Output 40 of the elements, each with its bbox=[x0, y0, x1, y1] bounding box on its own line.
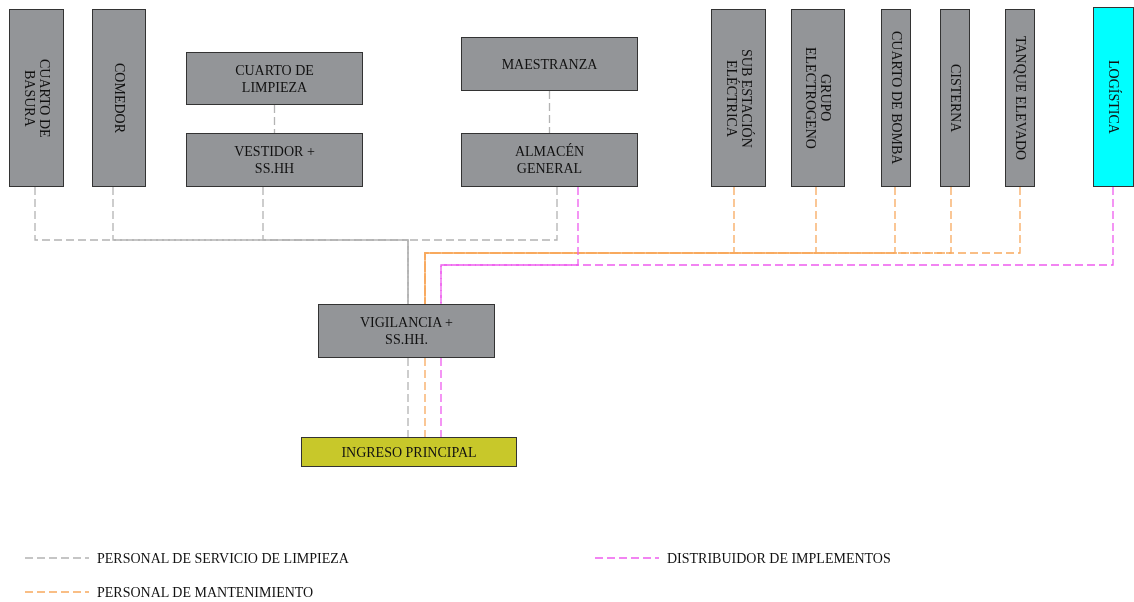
connector-line bbox=[440, 186, 1114, 305]
room-box bbox=[1005, 9, 1035, 187]
room-label: TANQUE ELEVADO bbox=[1012, 35, 1028, 161]
legend-text: DISTRIBUIDOR DE IMPLEMENTOS bbox=[667, 550, 891, 568]
connector-line bbox=[407, 186, 558, 305]
room-box bbox=[9, 9, 64, 187]
legend-text: PERSONAL DE SERVICIO DE LIMPIEZA bbox=[97, 550, 349, 568]
room-box bbox=[1093, 7, 1134, 187]
room-label: MAESTRANZA bbox=[500, 55, 599, 73]
connector-line bbox=[548, 90, 551, 134]
room-label: CISTERNA bbox=[947, 63, 963, 133]
connector-line bbox=[262, 186, 409, 305]
connector-line bbox=[273, 104, 276, 134]
connector-line bbox=[407, 357, 409, 438]
room-label: VIGILANCIA + SS.HH. bbox=[358, 314, 455, 348]
room-label: LOGÍSTICA bbox=[1106, 60, 1121, 134]
legend-text: PERSONAL DE MANTENIMIENTO bbox=[97, 584, 314, 602]
connector-line bbox=[440, 357, 442, 438]
room-box bbox=[461, 133, 638, 187]
room-box bbox=[186, 52, 363, 105]
room-box bbox=[711, 9, 766, 187]
room-box bbox=[301, 437, 517, 467]
room-box bbox=[92, 9, 146, 187]
room-box bbox=[186, 133, 363, 187]
room-box bbox=[881, 9, 911, 187]
room-box bbox=[940, 9, 970, 187]
room-label: VESTIDOR + SS.HH bbox=[233, 143, 316, 177]
room-label: CUARTO DE LIMPIEZA bbox=[234, 61, 315, 96]
room-label: CUARTO DE BOMBA bbox=[888, 31, 904, 165]
room-label: COMEDOR bbox=[111, 63, 127, 133]
room-label: INGRESO PRINCIPAL bbox=[340, 443, 478, 461]
room-box bbox=[318, 304, 495, 358]
room-label: CUARTO DE BASURA bbox=[21, 57, 52, 140]
room-label: SUB ESTACIÓN ELÉCTRICA bbox=[723, 47, 754, 150]
room-box bbox=[791, 9, 845, 187]
room-label: GRUPO ELECTROGENO bbox=[803, 46, 833, 151]
connector-line bbox=[440, 186, 579, 305]
room-box bbox=[461, 37, 638, 91]
room-label: ALMACÉN GENERAL bbox=[513, 143, 586, 177]
connector-line bbox=[424, 357, 426, 438]
